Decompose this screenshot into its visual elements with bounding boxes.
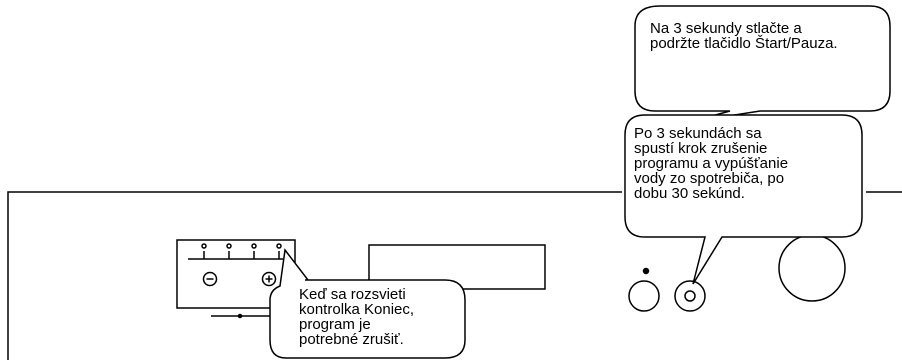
callout-line: program je [299, 316, 371, 333]
plus-circle-icon[interactable] [261, 271, 277, 287]
callout-line: kontrolka Koniec, [299, 301, 415, 318]
callout-line: Po 3 sekundách sa [634, 125, 762, 142]
start-pause-button-center [684, 290, 696, 302]
callout-line: dobu 30 sekúnd. [634, 185, 745, 202]
start-pause-led-icon [642, 267, 650, 275]
minus-circle-icon[interactable] [202, 271, 218, 287]
indicator-dot-icon [251, 243, 257, 249]
indicator-scale [188, 251, 290, 260]
callout-line: vody zo spotrebiča, po [634, 170, 785, 187]
callout-line: Keď sa rozsvieti [299, 286, 406, 303]
indicator-dot-icon [276, 243, 282, 249]
program-knob[interactable] [778, 234, 846, 302]
callout-line: podržte tlačidlo Štart/Pauza. [650, 35, 838, 52]
indicator-dot-icon [226, 243, 232, 249]
callout-line: potrebné zrušiť. [299, 331, 404, 348]
secondary-button[interactable] [628, 280, 660, 312]
indicator-dot-icon [201, 243, 207, 249]
callout-bubble-middle [624, 114, 863, 285]
panel-slider-knob [237, 313, 243, 319]
callout-line: Na 3 sekundy stlačte a [650, 20, 802, 37]
callout-line: spustí krok zrušenie [634, 140, 768, 157]
control-panel-outline [7, 191, 902, 360]
callout-line: programu a vypúšťanie [634, 155, 789, 172]
callout-bubble-left [269, 248, 466, 359]
start-pause-button[interactable] [674, 280, 706, 312]
